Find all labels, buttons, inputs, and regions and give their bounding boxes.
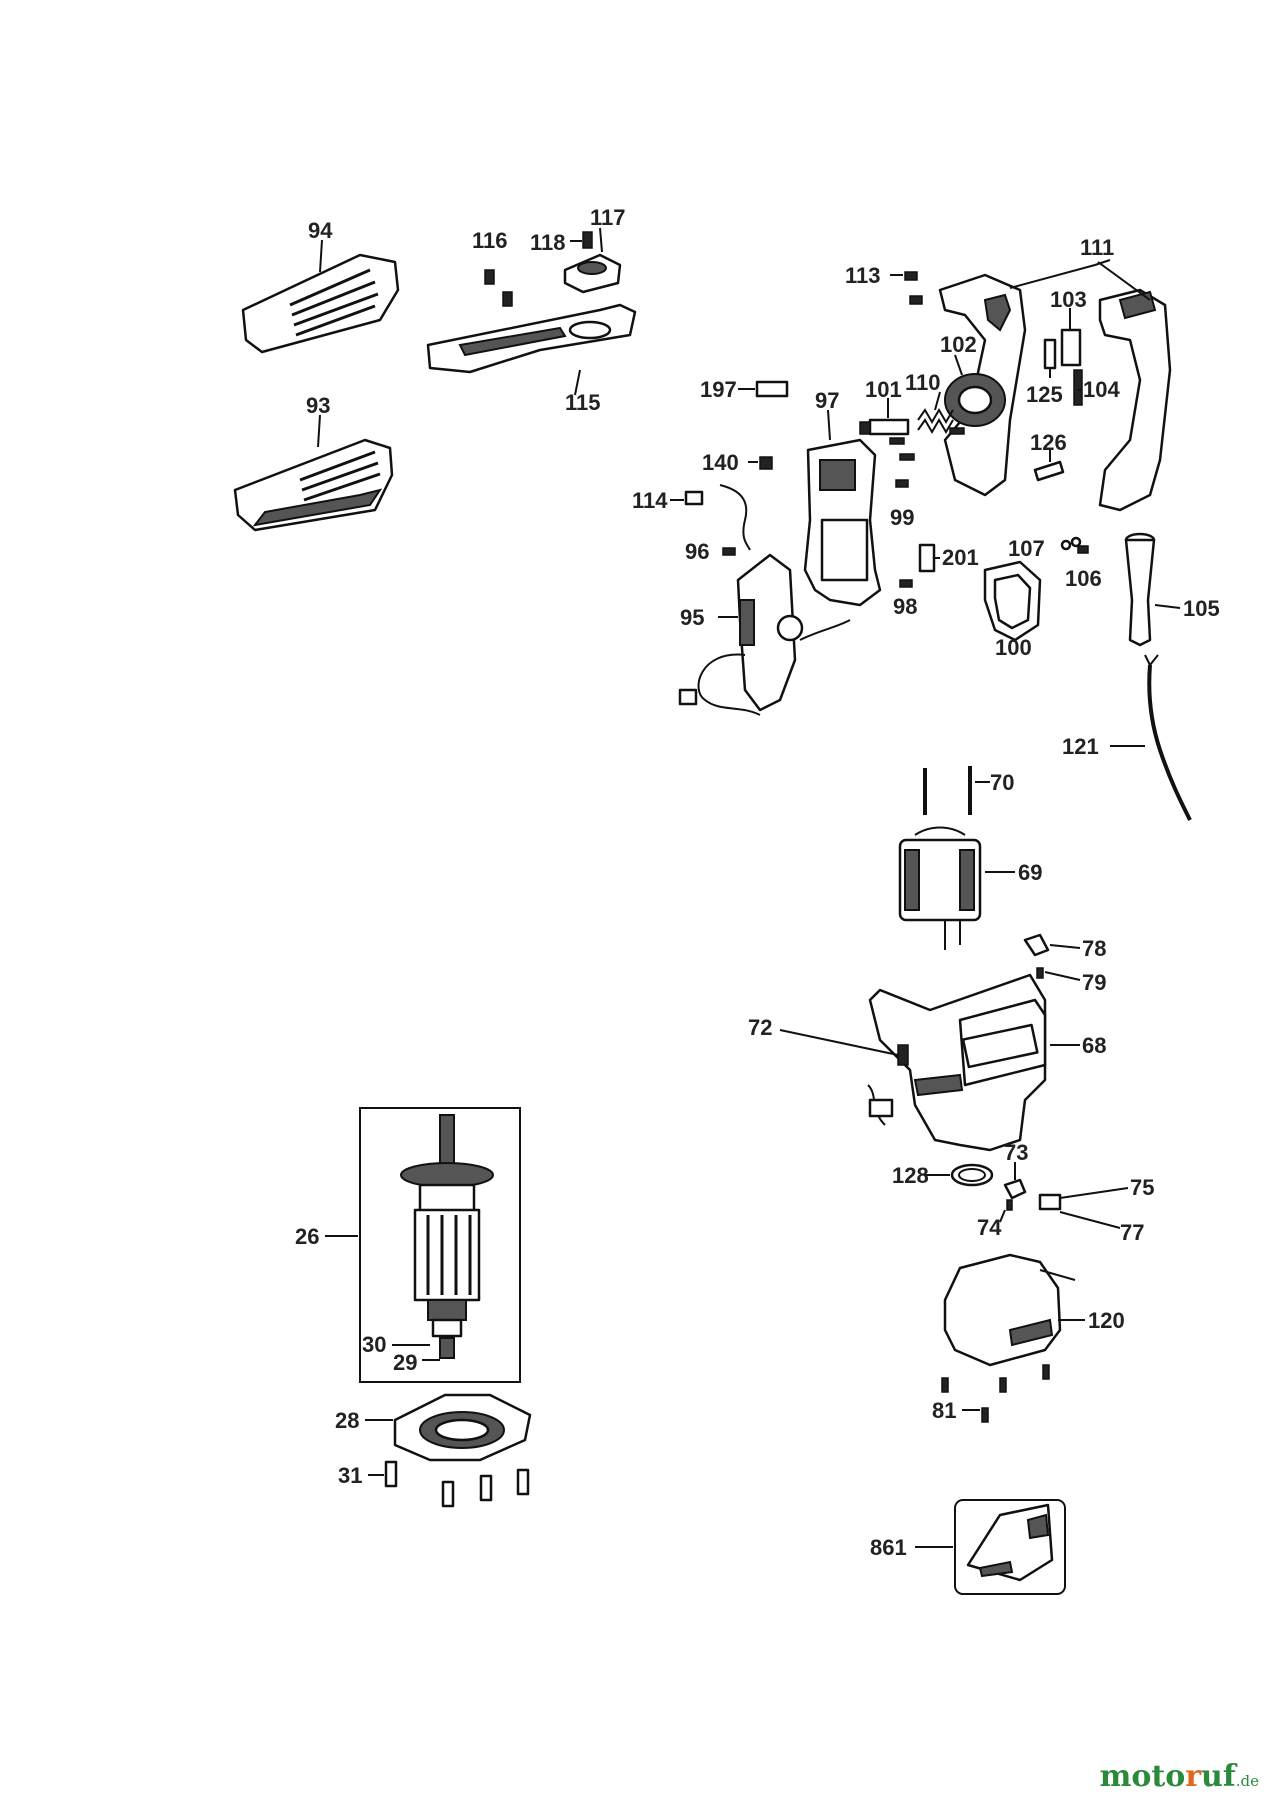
part-98-screw: 98 [893, 579, 917, 619]
part-115-top-bar: 115 [426, 303, 637, 415]
label-30: 30 [362, 1332, 386, 1357]
label-120: 120 [1088, 1308, 1125, 1333]
label-113: 113 [845, 263, 881, 288]
label-106: 106 [1065, 566, 1102, 591]
part-861-carrying-case: 861 [870, 1499, 1066, 1595]
label-73: 73 [1004, 1140, 1028, 1165]
label-105: 105 [1183, 596, 1220, 621]
label-101: 101 [865, 377, 902, 402]
part-78-79: 78 79 [1023, 933, 1106, 995]
label-28: 28 [335, 1408, 359, 1433]
label-104: 104 [1083, 377, 1120, 402]
part-100-ring: 100 [983, 560, 1042, 660]
part-93-side-cover: 93 [233, 393, 394, 532]
part-105-cord-protector: 105 [1124, 532, 1220, 647]
label-100: 100 [995, 635, 1032, 660]
watermark-accent: r [1185, 1759, 1202, 1794]
label-70: 70 [990, 770, 1014, 795]
part-26-armature: 26 [295, 1107, 521, 1383]
part-69-field-stator: 69 [898, 826, 1042, 950]
label-110: 110 [905, 370, 941, 395]
label-81: 81 [932, 1398, 956, 1423]
label-197: 197 [700, 377, 737, 402]
part-121-cable: 121 [1062, 654, 1192, 821]
part-94-side-cover: 94 [241, 218, 400, 354]
label-125: 125 [1026, 382, 1063, 407]
label-861: 861 [870, 1535, 907, 1560]
part-117-118-knob: 118 117 [530, 205, 626, 294]
label-69: 69 [1018, 860, 1042, 885]
part-116-screws: 116 [472, 228, 513, 307]
part-72-screw: 72 [748, 1015, 909, 1066]
part-68-motor-housing: DEWALT 68 [867, 973, 1106, 1152]
label-99: 99 [890, 505, 914, 530]
label-68: 68 [1082, 1033, 1106, 1058]
label-103: 103 [1050, 287, 1087, 312]
label-93: 93 [306, 393, 330, 418]
part-140: 140 [702, 450, 773, 475]
part-106-107-fasteners: 107 106 [1008, 536, 1102, 591]
label-72: 72 [748, 1015, 772, 1040]
part-97-housing-half: 97 [803, 388, 882, 607]
label-121: 121 [1062, 734, 1099, 759]
label-107: 107 [1008, 536, 1045, 561]
label-95: 95 [680, 605, 704, 630]
part-95-electronic-module: 95 [678, 553, 851, 716]
watermark-main: moto [1099, 1759, 1186, 1794]
part-197-label: 197 [700, 377, 789, 402]
label-117: 117 [590, 205, 626, 230]
label-78: 78 [1082, 936, 1106, 961]
part-28-bearing-plate: 28 [335, 1393, 532, 1462]
label-126: 126 [1030, 430, 1067, 455]
part-114-switch-connector: 114 [632, 484, 751, 551]
label-102: 102 [940, 332, 977, 357]
part-113-screws: 113 [845, 263, 923, 305]
label-77: 77 [1120, 1220, 1144, 1245]
label-114: 114 [632, 488, 668, 513]
part-99-screw: 99 [890, 479, 914, 530]
label-140: 140 [702, 450, 739, 475]
label-31: 31 [338, 1463, 362, 1488]
label-75: 75 [1130, 1175, 1154, 1200]
label-111: 111 [1080, 235, 1114, 260]
label-118: 118 [530, 230, 566, 255]
label-98: 98 [893, 594, 917, 619]
part-81-screws: 81 [932, 1364, 1050, 1423]
part-31-screws: 31 [338, 1460, 530, 1508]
watermark: motoruf.de [1100, 1759, 1259, 1794]
label-26: 26 [295, 1224, 319, 1249]
label-115: 115 [565, 390, 601, 415]
label-79: 79 [1082, 970, 1106, 995]
part-101-102-110-mechanism: 102 110 101 [859, 332, 1006, 461]
label-29: 29 [393, 1350, 417, 1375]
part-96-screw: 96 [685, 539, 736, 564]
watermark-suffix: .de [1235, 1772, 1259, 1790]
watermark-rest: uf [1201, 1759, 1236, 1794]
label-96: 96 [685, 539, 709, 564]
label-97: 97 [815, 388, 839, 413]
label-94: 94 [308, 218, 333, 243]
part-29-30-bearings: 30 29 [362, 1332, 440, 1375]
part-120-end-cap: 120 [943, 1253, 1125, 1367]
part-201-label: 201 [918, 543, 979, 573]
part-73-74-75-77-128: 73 128 75 74 77 [892, 1140, 1154, 1245]
part-103-125-104-switch: 103 125 104 [1026, 287, 1120, 407]
label-74: 74 [977, 1215, 1002, 1240]
label-116: 116 [472, 228, 508, 253]
part-126: 126 [1030, 430, 1067, 482]
label-128: 128 [892, 1163, 929, 1188]
part-70-long-screws: 70 [923, 766, 1014, 815]
label-201: 201 [942, 545, 979, 570]
